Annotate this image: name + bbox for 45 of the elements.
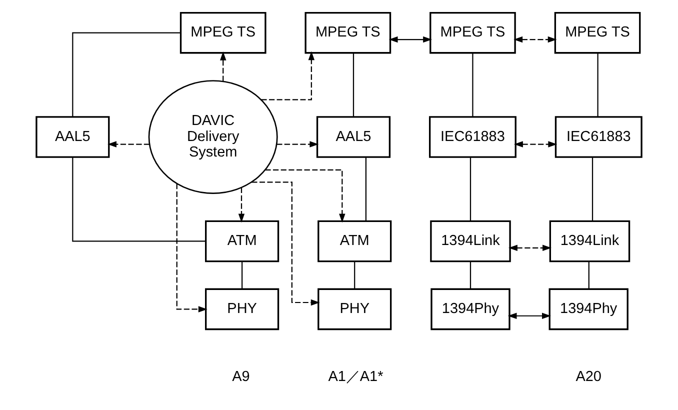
node-box: MPEG TS <box>304 12 392 54</box>
node-box: IEC61883 <box>428 116 516 158</box>
connector <box>597 52 598 117</box>
connector <box>472 52 474 117</box>
connector <box>588 262 590 289</box>
connector <box>352 52 354 117</box>
node-box: ATM <box>318 220 392 262</box>
connector <box>242 262 243 289</box>
node-box: 1394Phy <box>548 288 628 330</box>
arrow <box>108 141 150 148</box>
connector <box>72 157 206 242</box>
arrow <box>514 36 557 43</box>
node-box: MPEG TS <box>180 12 266 54</box>
arrow <box>176 184 208 312</box>
connector <box>470 262 472 289</box>
node-box: MPEG TS <box>554 12 641 54</box>
node-box: 1394Link <box>430 220 511 262</box>
arrow <box>252 182 320 306</box>
connector <box>72 32 180 117</box>
node-box: 1394Link <box>549 220 630 262</box>
node-box: AAL5 <box>36 116 110 158</box>
connector <box>354 262 356 289</box>
arrow <box>508 244 552 252</box>
label: A9 <box>232 368 250 385</box>
arrow <box>261 51 315 100</box>
node-box: AAL5 <box>316 116 391 158</box>
connector <box>592 157 594 221</box>
node-box: PHY <box>205 288 280 330</box>
node-ellipse: DAVIC Delivery System <box>148 80 278 194</box>
node-box: ATM <box>205 220 280 262</box>
node-box: 1394Phy <box>430 288 510 330</box>
arrow <box>220 51 226 82</box>
arrow <box>238 188 245 223</box>
node-box: PHY <box>318 288 392 330</box>
arrow <box>388 36 432 43</box>
arrow <box>514 141 558 148</box>
connector <box>365 157 366 221</box>
node-box: IEC61883 <box>554 116 642 158</box>
arrow <box>265 169 346 223</box>
arrow <box>276 141 319 148</box>
arrow <box>508 312 551 319</box>
connector <box>470 157 472 221</box>
node-box: MPEG TS <box>430 12 516 54</box>
label: A1／A1* <box>328 368 384 385</box>
label: A20 <box>576 368 602 385</box>
